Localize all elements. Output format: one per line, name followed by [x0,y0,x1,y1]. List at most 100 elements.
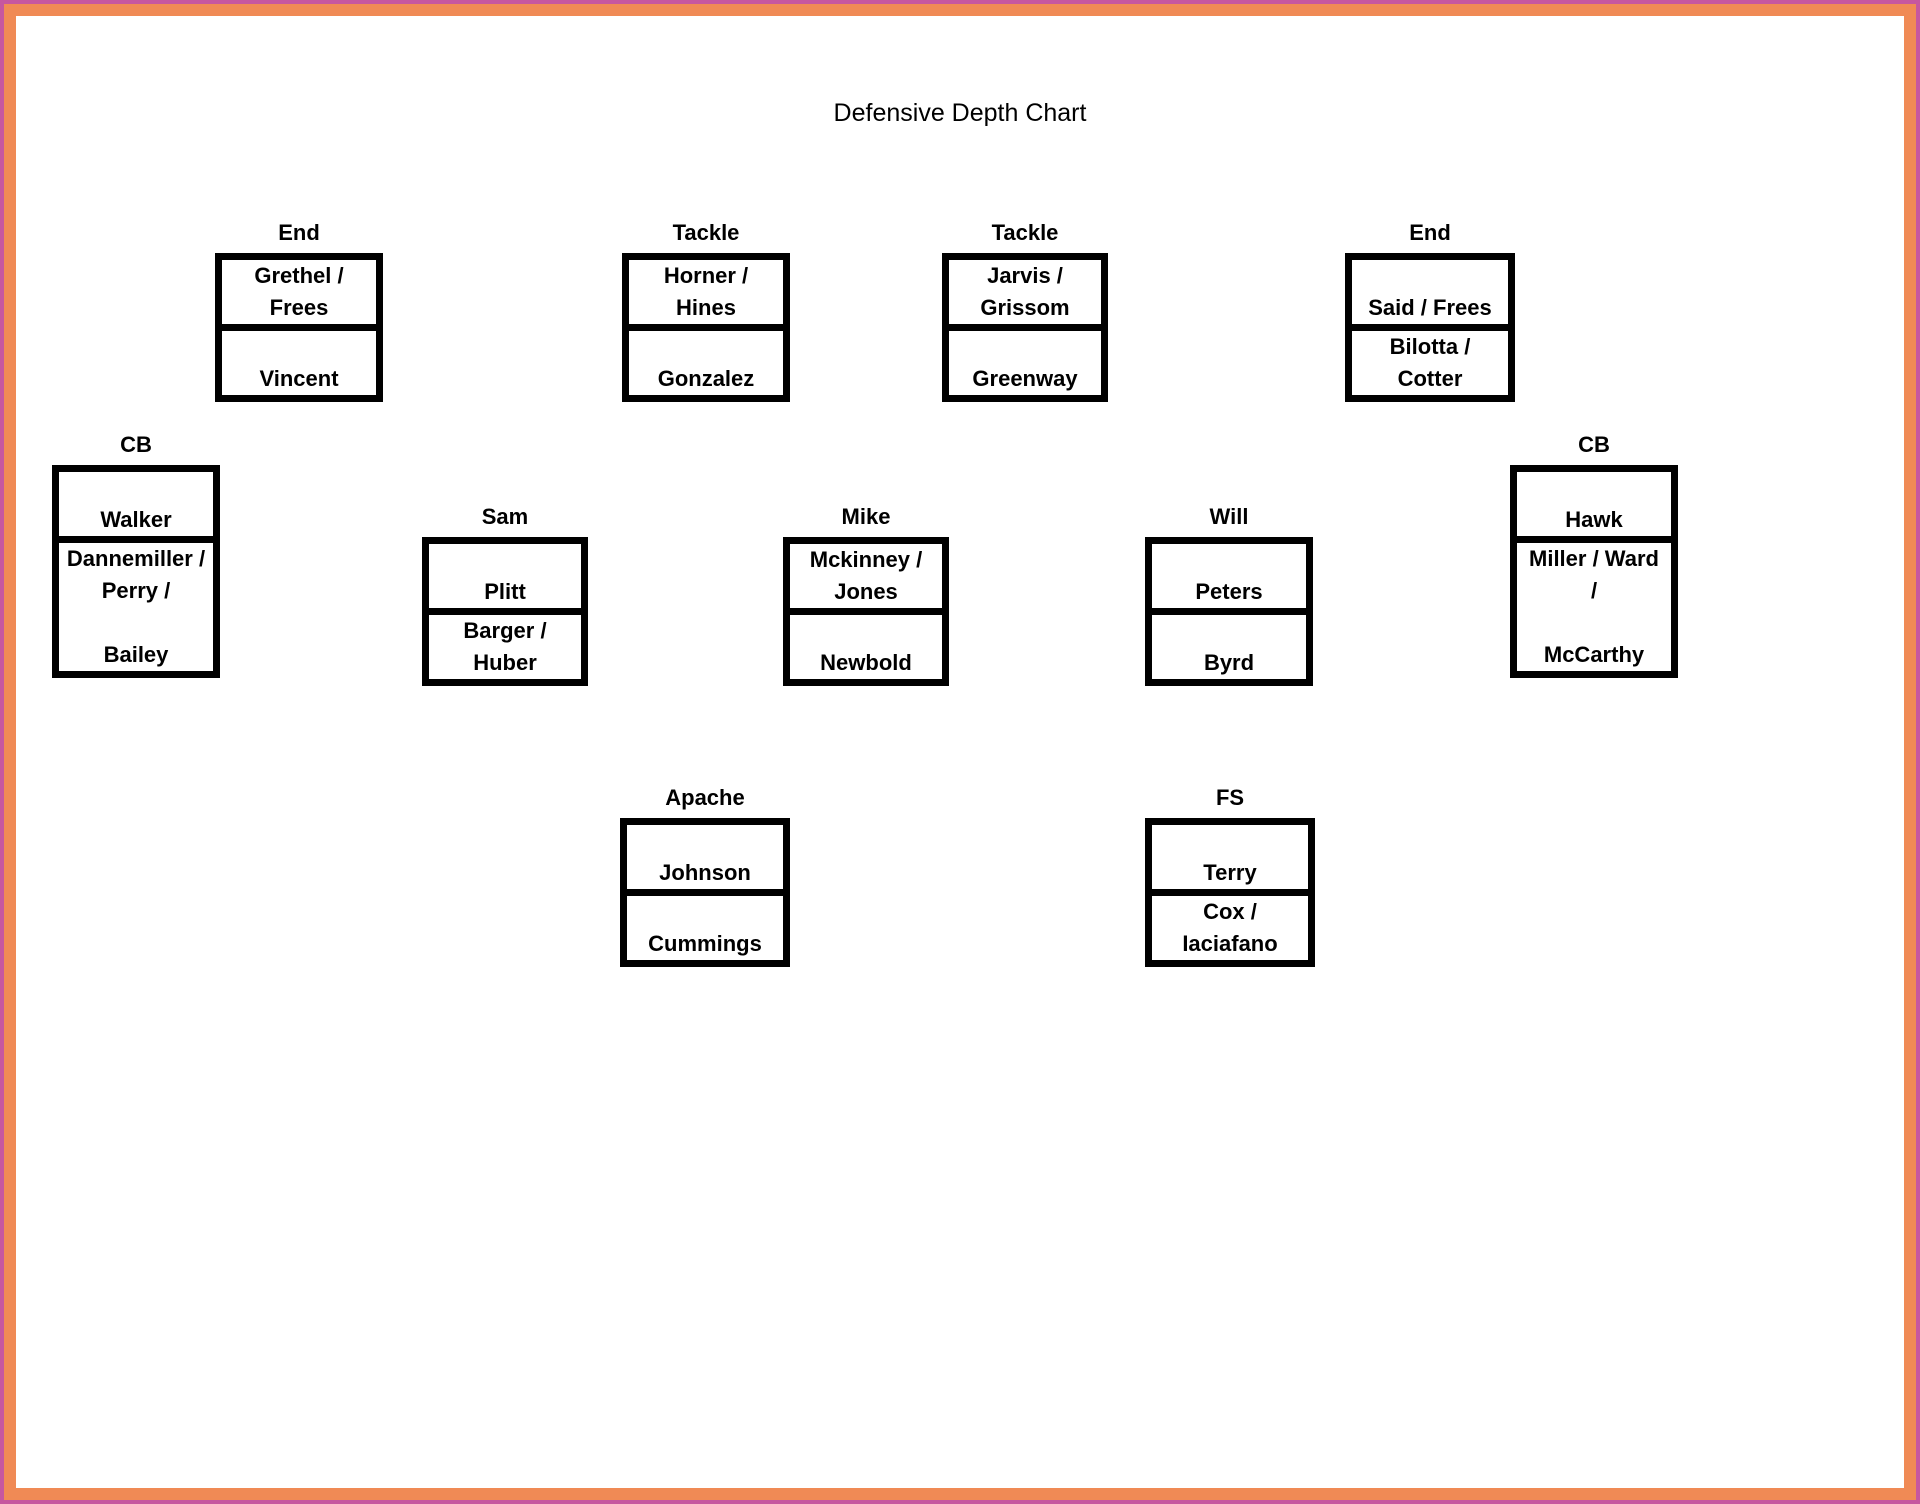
depth-box-tackle-left: Horner /Hines Gonzalez [622,253,790,402]
position-label-apache: Apache [665,785,745,810]
player-name-line: Miller / Ward [1529,546,1659,571]
blank-line [222,331,376,363]
depth-box-fs: Terry Cox / Iaciafano [1145,818,1315,967]
position-group-will: Will Peters Byrd [1145,501,1313,686]
position-label-fs: FS [1215,785,1245,810]
depth-box-end-right: Said / Frees Bilotta / Cotter [1345,253,1515,402]
cell-sam-second-string: Barger /Huber [429,608,581,679]
blank-line [1152,544,1306,576]
player-name-line: McCarthy [1543,642,1645,667]
blank-line [627,896,783,928]
blank-line [59,472,213,504]
blank-line [429,544,581,576]
position-group-fs: FS Terry Cox / Iaciafano [1145,782,1315,967]
position-label-tackle-left: Tackle [672,220,740,245]
position-label-sam: Sam [481,504,529,529]
player-name-line: Hines [676,295,736,320]
player-name-line: Grethel / [254,263,344,288]
cell-tackle-right-first-string: Jarvis /Grissom [949,260,1101,324]
cell-tackle-right-second-string: Greenway [949,324,1101,395]
player-name-line: Greenway [972,366,1078,391]
blank-line [59,607,213,639]
position-label-cb-right: CB [1578,432,1610,457]
player-name-line: Newbold [820,650,912,675]
player-name-line: Iaciafano [1182,931,1278,956]
cell-cb-left-first-string: Walker [59,472,213,536]
depth-box-tackle-right: Jarvis /Grissom Greenway [942,253,1108,402]
cell-sam-first-string: Plitt [429,544,581,608]
depth-box-will: Peters Byrd [1145,537,1313,686]
position-label-end-right: End [1409,220,1451,245]
player-name-line: Frees [269,295,329,320]
position-group-end-right: End Said / Frees Bilotta / Cotter [1345,217,1515,402]
cell-will-second-string: Byrd [1152,608,1306,679]
depth-box-cb-left: Walker Dannemiller / Perry / Bailey [52,465,220,678]
player-name-line: Cox / [1203,899,1257,924]
page-title: Defensive Depth Chart [833,99,1087,127]
cell-end-left-first-string: Grethel / Frees [222,260,376,324]
depth-box-end-left: Grethel / Frees Vincent [215,253,383,402]
player-name-line: Peters [1195,579,1263,604]
position-group-sam: Sam Plitt Barger /Huber [422,501,588,686]
cell-cb-left-second-string: Dannemiller / Perry / Bailey [59,536,213,671]
blank-line [1517,472,1671,504]
cell-tackle-left-second-string: Gonzalez [629,324,783,395]
player-name-line: Perry / [101,578,171,603]
position-label-end-left: End [278,220,320,245]
player-name-line: Mckinney / [809,547,923,572]
position-group-cb-right: CB Hawk Miller / Ward / McCarthy [1510,429,1678,678]
player-name-line: Barger / [463,618,547,643]
cell-fs-first-string: Terry [1152,825,1308,889]
cell-end-left-second-string: Vincent [222,324,376,395]
cell-end-right-second-string: Bilotta / Cotter [1352,324,1508,395]
cell-apache-first-string: Johnson [627,825,783,889]
cell-cb-right-second-string: Miller / Ward / McCarthy [1517,536,1671,671]
position-label-will: Will [1209,504,1249,529]
blank-line [629,331,783,363]
player-name-line: / [1590,578,1598,603]
cell-fs-second-string: Cox / Iaciafano [1152,889,1308,960]
position-label-mike: Mike [841,504,891,529]
position-group-apache: Apache Johnson Cummings [620,782,790,967]
player-name-line: Hawk [1565,507,1623,532]
player-name-line: Bilotta / [1389,334,1471,359]
blank-line [1352,260,1508,292]
position-group-tackle-right: Tackle Jarvis /Grissom Greenway [942,217,1108,402]
position-group-end-left: End Grethel / Frees Vincent [215,217,383,402]
blank-line [1152,825,1308,857]
blank-line [1517,607,1671,639]
player-name-line: Bailey [103,642,169,667]
depth-box-cb-right: Hawk Miller / Ward / McCarthy [1510,465,1678,678]
player-name-line: Byrd [1203,650,1255,675]
player-name-line: Vincent [259,366,339,391]
cell-apache-second-string: Cummings [627,889,783,960]
depth-box-sam: Plitt Barger /Huber [422,537,588,686]
depth-box-apache: Johnson Cummings [620,818,790,967]
cell-mike-second-string: Newbold [790,608,942,679]
position-label-tackle-right: Tackle [991,220,1059,245]
player-name-line: Plitt [484,579,526,604]
player-name-line: Grissom [980,295,1070,320]
depth-box-mike: Mckinney / Jones Newbold [783,537,949,686]
cell-tackle-left-first-string: Horner /Hines [629,260,783,324]
player-name-line: Cotter [1397,366,1463,391]
blank-line [1152,615,1306,647]
blank-line [949,331,1101,363]
player-name-line: Walker [100,507,172,532]
player-name-line: Johnson [659,860,751,885]
player-name-line: Jones [834,579,898,604]
player-name-line: Said / Frees [1368,295,1492,320]
position-label-cb-left: CB [120,432,152,457]
player-name-line: Cummings [648,931,762,956]
cell-mike-first-string: Mckinney / Jones [790,544,942,608]
cell-will-first-string: Peters [1152,544,1306,608]
position-group-mike: Mike Mckinney / Jones Newbold [783,501,949,686]
player-name-line: Terry [1203,860,1257,885]
position-group-cb-left: CB Walker Dannemiller / Perry / Bailey [52,429,220,678]
cell-end-right-first-string: Said / Frees [1352,260,1508,324]
player-name-line: Gonzalez [657,366,755,391]
cell-cb-right-first-string: Hawk [1517,472,1671,536]
blank-line [627,825,783,857]
player-name-line: Dannemiller / [66,546,206,571]
